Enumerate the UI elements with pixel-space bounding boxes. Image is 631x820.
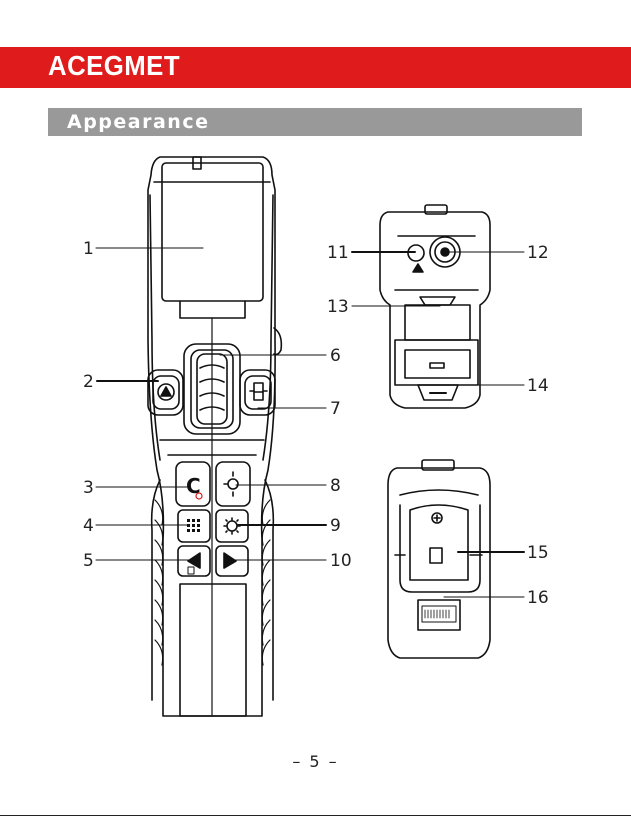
callout-7: 7 bbox=[330, 399, 341, 419]
callout-4: 4 bbox=[83, 516, 94, 536]
footer-rule bbox=[0, 815, 631, 816]
svg-text:C: C bbox=[186, 474, 201, 498]
callout-10: 10 bbox=[330, 551, 352, 571]
callout-16: 16 bbox=[527, 588, 549, 608]
callout-1: 1 bbox=[83, 239, 94, 259]
callout-12: 12 bbox=[527, 243, 549, 263]
callout-13: 13 bbox=[327, 297, 349, 317]
page-number: – 5 – bbox=[0, 752, 631, 771]
callout-3: 3 bbox=[83, 478, 94, 498]
callout-15: 15 bbox=[527, 543, 549, 563]
callout-6: 6 bbox=[330, 346, 341, 366]
back-view bbox=[388, 460, 490, 658]
callout-8: 8 bbox=[330, 476, 341, 496]
callout-11: 11 bbox=[327, 243, 349, 263]
front-view: C bbox=[148, 157, 281, 716]
callout-9: 9 bbox=[330, 516, 341, 536]
callout-2: 2 bbox=[83, 372, 94, 392]
callout-5: 5 bbox=[83, 551, 94, 571]
callout-leaders bbox=[96, 248, 524, 597]
callout-14: 14 bbox=[527, 376, 549, 396]
